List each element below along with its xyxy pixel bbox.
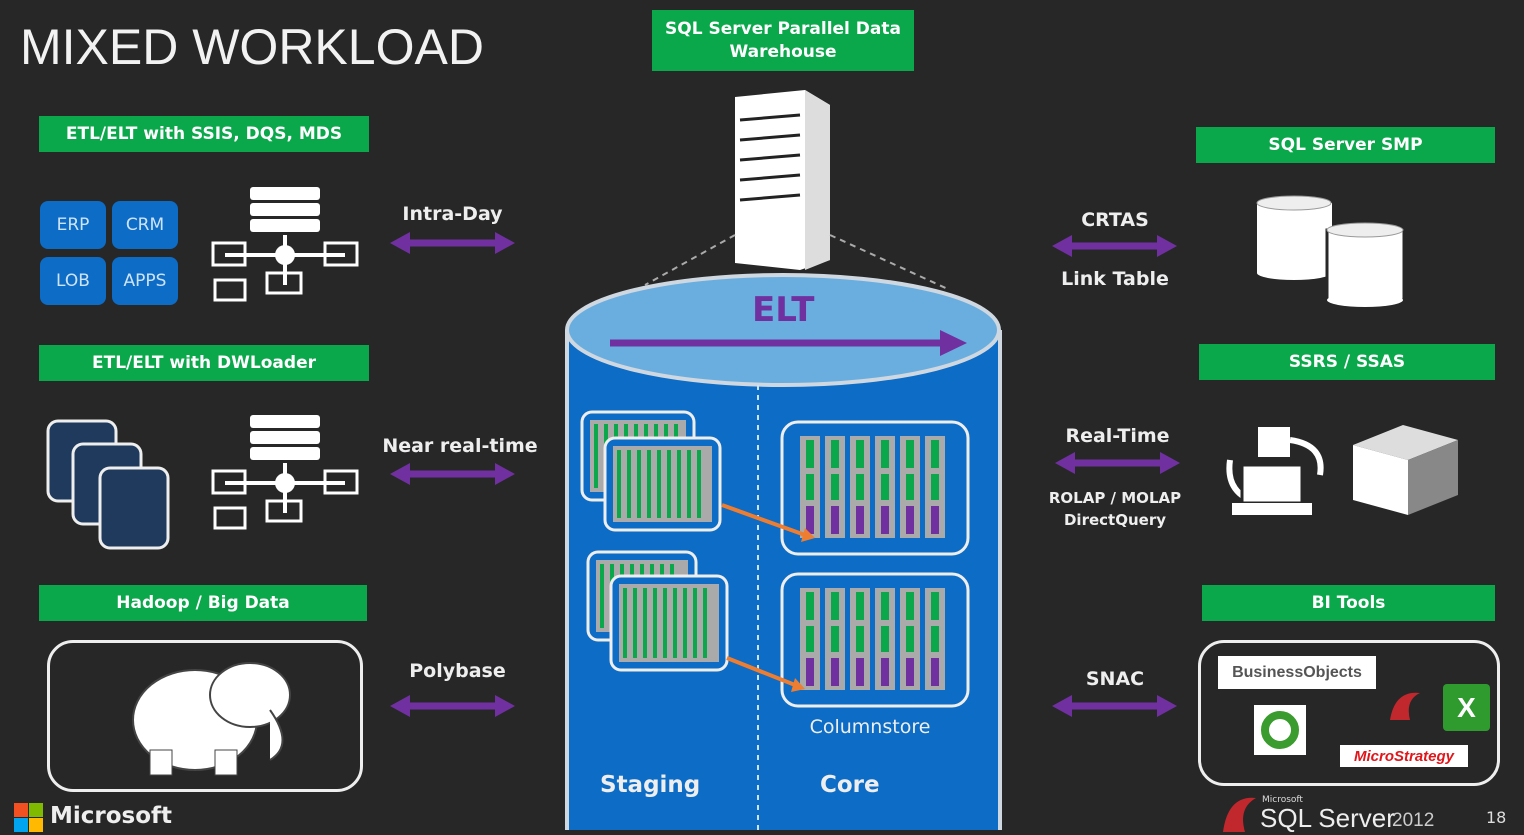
business-objects-logo: BusinessObjects: [1218, 656, 1376, 689]
etl-ssis-header: ETL/ELT with SSIS, DQS, MDS: [39, 116, 369, 152]
rolap-molap-label: ROLAP / MOLAP: [1048, 489, 1182, 507]
excel-icon: X: [1443, 684, 1490, 731]
pdw-cylinder: [565, 273, 1002, 835]
polybase-label: Polybase: [409, 660, 506, 682]
microstrategy-logo: MicroStrategy: [1340, 745, 1468, 767]
bidirectional-arrow-icon: [1055, 452, 1180, 474]
pdw-header: SQL Server Parallel Data Warehouse: [652, 10, 914, 71]
reporting-icon: [1226, 427, 1324, 515]
etl-dwloader-header: ETL/ELT with DWLoader: [39, 345, 369, 381]
staging-tables: [580, 410, 729, 672]
hadoop-header: Hadoop / Big Data: [39, 585, 367, 621]
slide-title: MIXED WORKLOAD: [20, 19, 484, 75]
ssrs-ssas-header: SSRS / SSAS: [1199, 344, 1495, 380]
bi-tools-box: [1198, 640, 1500, 786]
bidirectional-arrow-icon: [390, 463, 515, 485]
apps-db-icon: APPS: [112, 257, 178, 305]
core-label: Core: [820, 772, 880, 798]
hadoop-elephant-icon: [132, 662, 291, 776]
bidirectional-arrow-icon: [390, 695, 515, 717]
sql-smp-header: SQL Server SMP: [1196, 127, 1495, 163]
orange-arrow: [721, 503, 806, 537]
elt-label: ELT: [752, 290, 815, 330]
database-icon: [1256, 195, 1406, 307]
link-table-label: Link Table: [1061, 268, 1169, 290]
hadoop-box: [47, 640, 363, 792]
columnstore-tables: [780, 420, 970, 708]
bi-tools-header: BI Tools: [1202, 585, 1495, 621]
qlikview-logo: [1254, 705, 1306, 755]
staging-label: Staging: [600, 772, 701, 798]
files-icon: [46, 419, 170, 550]
directquery-label: DirectQuery: [1063, 511, 1166, 529]
cube-icon: [1353, 425, 1458, 515]
crm-db-icon: CRM: [112, 201, 178, 249]
server-tower-icon: [644, 90, 951, 291]
sql-server-logo-icon: [1390, 692, 1420, 720]
product-version: 2012: [1392, 810, 1435, 831]
snac-label: SNAC: [1085, 668, 1145, 690]
sql-server-logo-icon: [1223, 797, 1256, 832]
orange-arrow: [726, 656, 796, 687]
near-real-time-label: Near real-time: [382, 435, 538, 457]
network-servers-icon: [211, 415, 359, 530]
erp-db-icon: ERP: [40, 201, 106, 249]
intra-day-label: Intra-Day: [402, 203, 503, 225]
crtas-label: CRTAS: [1081, 209, 1149, 231]
page-number: 18: [1486, 808, 1507, 827]
columnstore-label: Columnstore: [809, 716, 931, 738]
real-time-label: Real-Time: [1065, 425, 1170, 447]
bidirectional-arrow-icon: [1052, 695, 1177, 717]
microsoft-brand: Microsoft: [50, 803, 173, 829]
product-small: Microsoft: [1262, 795, 1303, 805]
bidirectional-arrow-icon: [390, 232, 515, 254]
product-name: SQL Server: [1260, 803, 1395, 833]
network-servers-icon: [211, 187, 359, 302]
lob-db-icon: LOB: [40, 257, 106, 305]
bidirectional-arrow-icon: [1052, 235, 1177, 257]
microsoft-logo-icon: [14, 803, 43, 832]
